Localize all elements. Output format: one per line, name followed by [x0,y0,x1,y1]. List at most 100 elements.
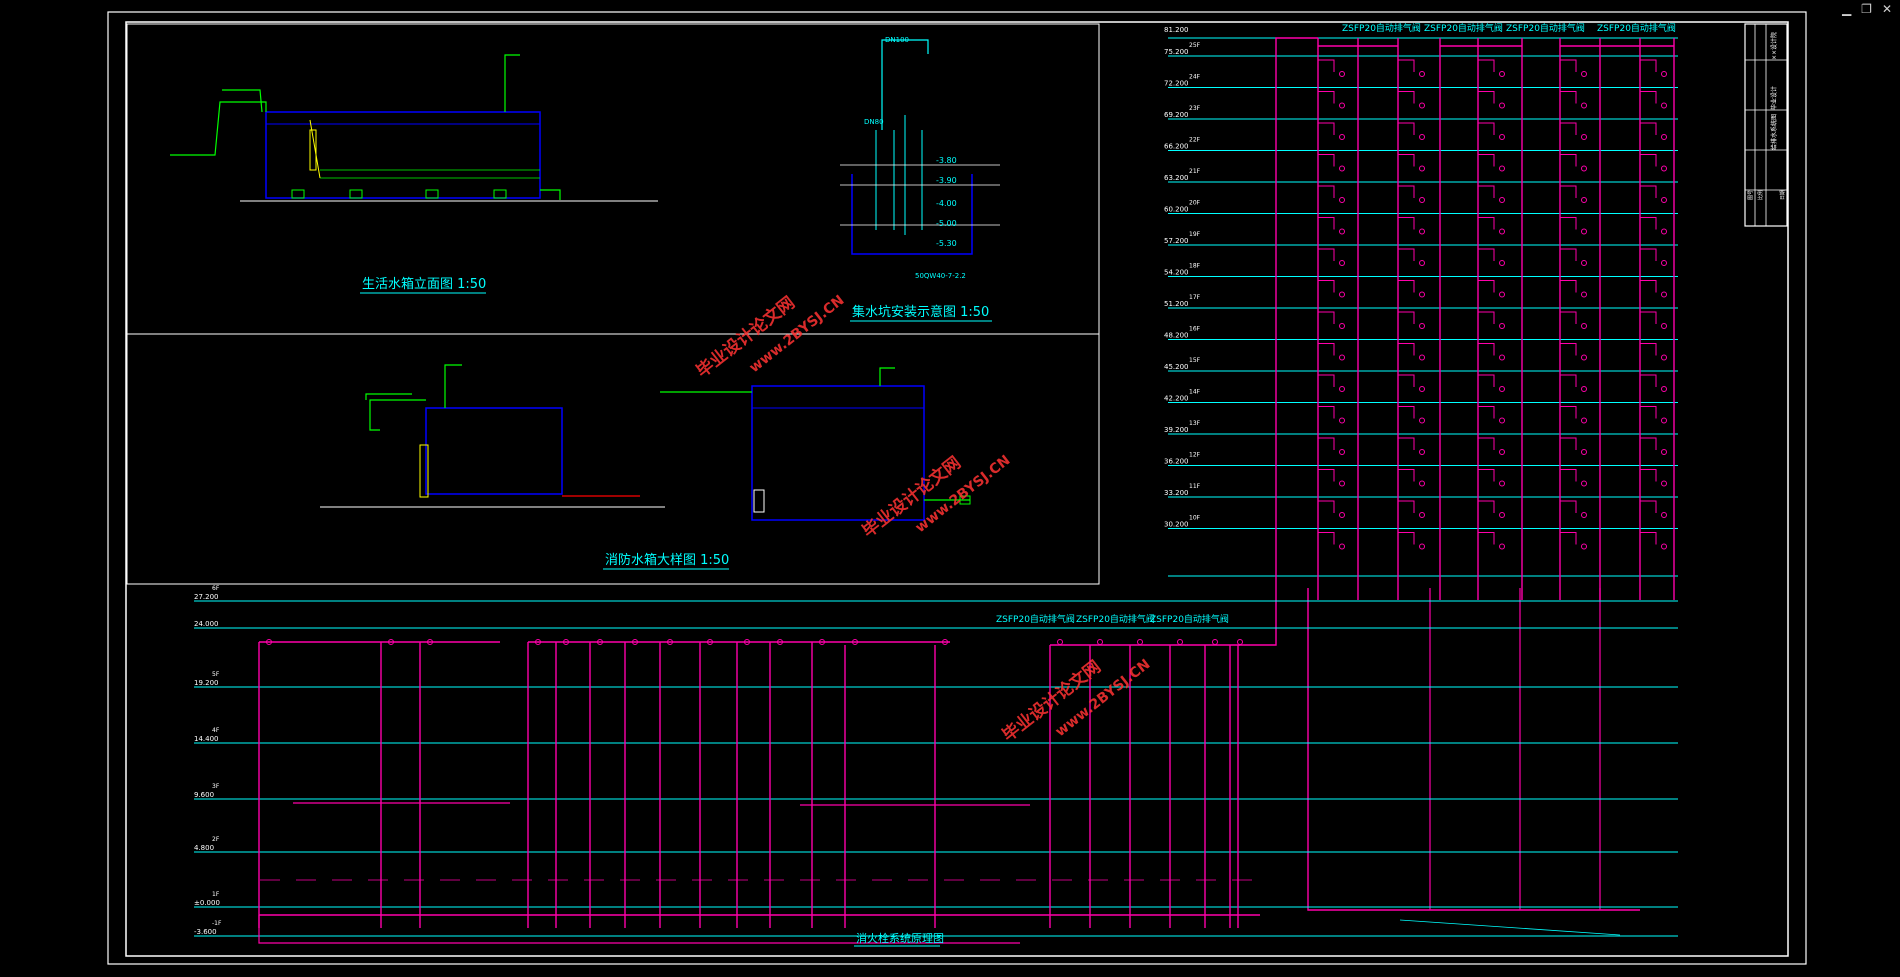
hydrant-icon [1419,449,1425,455]
tower-floor-label: 24F [1189,74,1201,81]
tower-branch [1560,185,1577,198]
hydrant-icon [1419,197,1425,203]
tower-branch [1560,217,1577,230]
tower-branch [1398,185,1415,198]
tower-floor-elev: 51.200 [1164,300,1189,308]
hydrant-icon [1057,639,1063,645]
tower-branch [1398,248,1415,261]
tower-branch [1640,248,1657,261]
hydrant-icon [1499,197,1505,203]
hydrant-icon [1499,354,1505,361]
tower-branch [1478,311,1495,324]
fire-tank-title: 消防水箱大样图 1:50 [605,552,729,568]
tower-header-3: ZSFP20自动排气阀 [1597,22,1676,34]
tower-branch [1640,437,1657,450]
tower-branch [1640,59,1657,72]
tower-floor-elev: 39.200 [1164,426,1189,434]
podium-floor-label: 5F [212,671,220,678]
hydrant-icon [1419,260,1425,266]
hydrant-icon [1339,480,1345,487]
hydrant-icon [1581,386,1587,392]
tower-branch [1398,374,1415,387]
tower-branch [1640,154,1657,167]
tower-branch [1560,122,1577,135]
tower-branch [1398,469,1415,482]
tower-main-pipe [1238,37,1318,646]
tower-floor-elev: 30.200 [1164,521,1189,529]
tower-branch [1640,185,1657,198]
tower-top-elev: 81.200 [1164,26,1189,34]
hydrant-icon [1581,134,1587,140]
tower-floor-elev: 63.200 [1164,174,1189,182]
hydrant-icon [1419,417,1425,424]
tower-floor-elev: 42.200 [1164,395,1189,403]
minimize-icon[interactable]: ▁ [1841,2,1852,16]
hydrant-icon [1339,165,1345,172]
tower-branch [1318,374,1335,387]
tower-floor-label: 20F [1189,200,1201,207]
hydrant-icon [1419,228,1425,235]
hydrant-icon [1661,449,1667,455]
tower-floor-label: 21F [1189,168,1201,175]
hydrant-icon [1499,323,1505,329]
tower-branch [1478,532,1495,545]
tower-floor-elev: 48.200 [1164,332,1189,340]
sump-pump-label: 50QW40-7-2.2 [915,272,966,280]
hydrant-icon [1499,386,1505,392]
tower-floor-elev: 75.200 [1164,48,1189,56]
hydrant-icon [1419,354,1425,361]
tower-branch [1478,91,1495,104]
tower-branch [1398,154,1415,167]
podium-header-0: ZSFP20自动排气阀 [996,613,1075,625]
watermark-2: 毕业设计论文网 www.2BYSJ.CN [858,452,1013,542]
sump-level-5: -5.30 [936,239,957,248]
hydrant-icon [1339,323,1345,329]
tower-branch [1398,91,1415,104]
hydrant-icon [1137,639,1143,645]
tower-branch [1560,311,1577,324]
tower-branch [1318,311,1335,324]
podium-floor-elev: 14.400 [194,735,219,743]
tower-branch [1318,154,1335,167]
tower-branch [1560,469,1577,482]
tower-riser-diagram: 25F75.20024F72.20023F69.20022F66.20021F6… [1164,37,1678,936]
hydrant-icon [1581,449,1587,455]
close-icon[interactable]: ✕ [1881,2,1892,16]
tower-branch [1318,469,1335,482]
tower-branch [1478,469,1495,482]
tower-branch [1560,500,1577,513]
tower-branch [1478,122,1495,135]
tower-floor-label: 14F [1189,389,1201,396]
tower-floor-label: 15F [1189,357,1201,364]
podium-floor-label: 6F [212,585,220,592]
living-tank-title: 生活水箱立面图 1:50 [362,276,486,292]
tower-floor-elev: 57.200 [1164,237,1189,245]
tower-branch [1560,343,1577,356]
podium-floor-elev: ±0.000 [194,899,220,907]
tower-floor-label: 16F [1189,326,1201,333]
podium-header-2: ZSFP20自动排气阀 [1150,613,1229,625]
hydrant-icon [1499,291,1505,298]
tower-branch [1560,59,1577,72]
hydrant-icon [1499,228,1505,235]
podium-riser-diagram: 6F27.20024.0005F19.2004F14.4003F9.6002F4… [194,585,1678,944]
restore-icon[interactable]: ❐ [1861,2,1872,16]
living-tank-elevation [170,54,658,202]
tower-branch [1478,59,1495,72]
tower-branch [1640,532,1657,545]
tower-floor-label: 13F [1189,420,1201,427]
tower-branch [1640,217,1657,230]
hydrant-icon [1499,512,1505,518]
tower-branch [1640,374,1657,387]
tower-leader [1399,919,1621,936]
tower-floor-label: 17F [1189,294,1201,301]
fire-tank-detail [320,364,971,521]
hydrant-icon [1661,354,1667,361]
tower-floor-label: 23F [1189,105,1201,112]
hydrant-icon [1339,260,1345,266]
tower-branch [1318,500,1335,513]
podium-floor-label: -1F [212,920,222,927]
hydrant-icon [1237,639,1243,645]
hydrant-icon [1097,639,1103,645]
